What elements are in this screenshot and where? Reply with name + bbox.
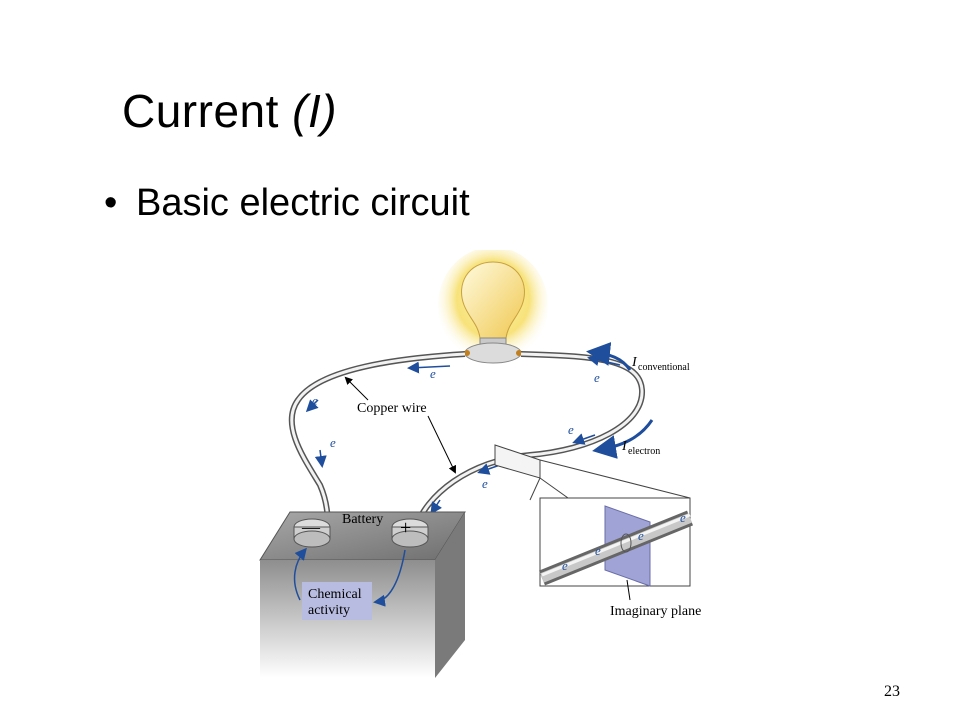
svg-text:e: e <box>482 476 488 491</box>
svg-text:e: e <box>430 366 436 381</box>
current-arrows <box>586 342 654 459</box>
chemical-label-line1: Chemical <box>308 587 362 602</box>
svg-text:+: + <box>400 517 411 539</box>
battery-icon: — + <box>259 511 466 678</box>
circuit-diagram: e e e e e e e e e I conventional I elect… <box>259 247 701 678</box>
page-number: 23 <box>884 683 900 700</box>
svg-text:e: e <box>312 393 318 408</box>
imaginary-plane-pointer <box>626 579 631 601</box>
svg-text:conventional: conventional <box>638 362 690 373</box>
electron-flow-arrows <box>305 354 621 515</box>
zoom-box <box>538 497 694 587</box>
zoom-electron-labels: e e e e <box>562 510 686 573</box>
chemical-label-line2: activity <box>308 603 350 618</box>
svg-text:e: e <box>594 370 600 385</box>
bullet-text: Basic electric circuit <box>136 182 470 224</box>
copper-wire-label: Copper wire <box>357 401 427 416</box>
chemical-arrows <box>293 547 406 607</box>
svg-text:e: e <box>568 422 574 437</box>
electron-current-label: I electron <box>621 439 660 457</box>
svg-text:I: I <box>621 439 628 454</box>
svg-text:e: e <box>562 558 568 573</box>
imaginary-plane-label: Imaginary plane <box>610 604 701 619</box>
title-main: Current <box>122 85 279 137</box>
title-symbol: (I) <box>292 85 338 137</box>
light-bulb-icon <box>438 247 548 364</box>
svg-text:—: — <box>301 517 321 537</box>
svg-text:I: I <box>631 355 638 370</box>
svg-text:e: e <box>330 435 336 450</box>
svg-text:e: e <box>638 528 644 543</box>
zoom-cone <box>494 444 691 586</box>
slide-title: Current (I) <box>122 84 337 138</box>
battery-label: Battery <box>342 512 383 527</box>
copper-wire-pointers <box>344 376 456 474</box>
svg-text:e: e <box>595 543 601 558</box>
svg-text:electron: electron <box>628 446 660 457</box>
circuit-figure: e e e e e e e e e I conventional I elect… <box>250 247 730 685</box>
conventional-current-label: I conventional <box>631 355 690 373</box>
bullet-item: • Basic electric circuit <box>104 182 470 225</box>
bullet-dot-icon: • <box>104 182 118 224</box>
svg-text:e: e <box>680 510 686 525</box>
chemical-activity-box <box>302 582 372 620</box>
